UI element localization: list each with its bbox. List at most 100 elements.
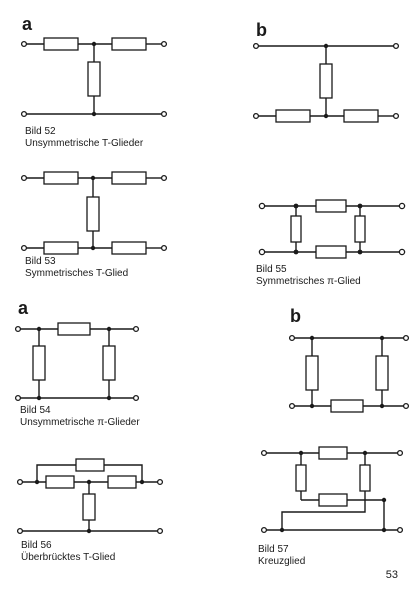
fig56-shunt-resistor — [82, 493, 96, 521]
fig54b-node-bottom-right — [379, 403, 385, 409]
fig54b-terminal-4 — [402, 402, 410, 410]
fig54-shunt-resistor-left — [32, 345, 46, 381]
fig52b-terminal-2 — [392, 42, 400, 50]
fig54b-shunt-resistor-left — [305, 355, 319, 391]
fig55-terminal-2 — [398, 202, 406, 210]
fig53-shunt-resistor — [86, 196, 100, 232]
fig52b-series-resistor-left — [275, 109, 311, 123]
fig57-circuit — [260, 446, 404, 534]
fig52-terminal-4 — [160, 110, 168, 118]
fig55-terminal-3 — [258, 248, 266, 256]
fig57-cross-resistor-right — [359, 464, 371, 492]
fig57-caption: Bild 57 Kreuzglied — [258, 544, 305, 568]
fig52-caption: Bild 52 Unsymmetrische T-Glieder — [25, 126, 143, 150]
fig52-series-resistor-right — [111, 37, 147, 51]
fig56-circuit — [16, 458, 164, 535]
fig52b-series-resistor-right — [343, 109, 379, 123]
page-number: 53 — [385, 569, 398, 581]
fig57-sub-label: b — [290, 306, 301, 326]
fig53-terminal-2 — [160, 174, 168, 182]
fig54-circuit — [14, 322, 140, 402]
fig53-title: Symmetrisches T-Glied — [25, 268, 129, 279]
fig55-node-bottom-left — [293, 249, 299, 255]
fig52b-terminal-4 — [392, 112, 400, 120]
fig53-resistor-bottom-left — [43, 241, 79, 255]
fig53-resistor-bottom-right — [111, 241, 147, 255]
fig55-number: Bild 55 — [256, 264, 287, 275]
fig54b-terminal-2 — [402, 334, 410, 342]
fig54-terminal-4 — [132, 394, 140, 402]
fig54-node-bottom-left — [36, 395, 42, 401]
fig56-title: Überbrücktes T-Glied — [21, 552, 116, 563]
fig57-number: Bild 57 — [258, 544, 289, 555]
fig57-cross-link — [281, 500, 366, 530]
fig52b-terminal-3 — [252, 112, 260, 120]
fig54b-circuit — [288, 334, 410, 413]
fig56-series-resistor-right — [107, 475, 137, 489]
fig56-number: Bild 56 — [21, 540, 52, 551]
fig57-title: Kreuzglied — [258, 556, 306, 567]
fig55-caption: Bild 55 Symmetrisches π-Glied — [256, 264, 361, 288]
fig56-series-resistor-left — [45, 475, 75, 489]
fig55-terminal-4 — [398, 248, 406, 256]
fig57-node-bottom-right — [381, 527, 387, 533]
fig54-caption: Bild 54 Unsymmetrische π-Glieder — [20, 405, 140, 429]
fig57-terminal-3 — [260, 526, 268, 534]
fig52b-circuit — [252, 42, 400, 123]
fig56-terminal-2 — [156, 478, 164, 486]
fig52-circuit — [20, 37, 168, 118]
fig52-number: Bild 52 — [25, 126, 56, 137]
fig54-sub-label: a — [18, 298, 29, 318]
fig53-terminal-1 — [20, 174, 28, 182]
fig55-resistor-top — [315, 199, 347, 213]
fig53-resistor-top-right — [111, 171, 147, 185]
fig55-shunt-resistor-left — [290, 215, 302, 243]
fig54b-shunt-resistor-right — [375, 355, 389, 391]
fig55-terminal-1 — [258, 202, 266, 210]
fig54-series-resistor — [57, 322, 91, 336]
fig55-circuit — [258, 199, 406, 259]
fig54b-terminal-3 — [288, 402, 296, 410]
fig52-series-resistor-left — [43, 37, 79, 51]
fig56-terminal-1 — [16, 478, 24, 486]
fig52b-shunt-resistor — [319, 63, 333, 99]
fig53-terminal-4 — [160, 244, 168, 252]
fig57-terminal-2 — [396, 449, 404, 457]
fig53-circuit — [20, 171, 168, 255]
fig53-number: Bild 53 — [25, 256, 56, 267]
fig57-series-resistor-top — [318, 446, 348, 460]
fig54-number: Bild 54 — [20, 405, 51, 416]
fig56-bridge-resistor — [75, 458, 105, 472]
fig54b-terminal-1 — [288, 334, 296, 342]
fig52-shunt-resistor — [87, 61, 101, 97]
fig52-sub-label: a — [22, 14, 33, 34]
fig52b-terminal-1 — [252, 42, 260, 50]
fig53-terminal-3 — [20, 244, 28, 252]
fig52-terminal-1 — [20, 40, 28, 48]
fig55-title: Symmetrisches π-Glied — [256, 276, 361, 287]
fig57-terminal-4 — [396, 526, 404, 534]
fig52-title: Unsymmetrische T-Glieder — [25, 138, 144, 149]
fig57-cross-resistor-left — [295, 464, 307, 492]
fig54-terminal-2 — [132, 325, 140, 333]
fig54-terminal-1 — [14, 325, 22, 333]
fig57-node-bottom-left — [279, 527, 285, 533]
fig52-terminal-2 — [160, 40, 168, 48]
fig55-node-bottom-right — [357, 249, 363, 255]
fig52-terminal-3 — [20, 110, 28, 118]
fig54-shunt-resistor-right — [102, 345, 116, 381]
fig54-title: Unsymmetrische π-Glieder — [20, 417, 140, 428]
fig53-caption: Bild 53 Symmetrisches T-Glied — [25, 256, 128, 280]
fig55-resistor-bottom — [315, 245, 347, 259]
fig54b-node-bottom-left — [309, 403, 315, 409]
fig56-terminal-3 — [16, 527, 24, 535]
fig53-resistor-top-left — [43, 171, 79, 185]
fig55-shunt-resistor-right — [354, 215, 366, 243]
fig57-series-resistor-middle — [318, 493, 348, 507]
fig56-caption: Bild 56 Überbrücktes T-Glied — [21, 540, 115, 564]
fig54-terminal-3 — [14, 394, 22, 402]
fig55-sub-label: b — [256, 20, 267, 40]
fig54b-series-resistor — [330, 399, 364, 413]
